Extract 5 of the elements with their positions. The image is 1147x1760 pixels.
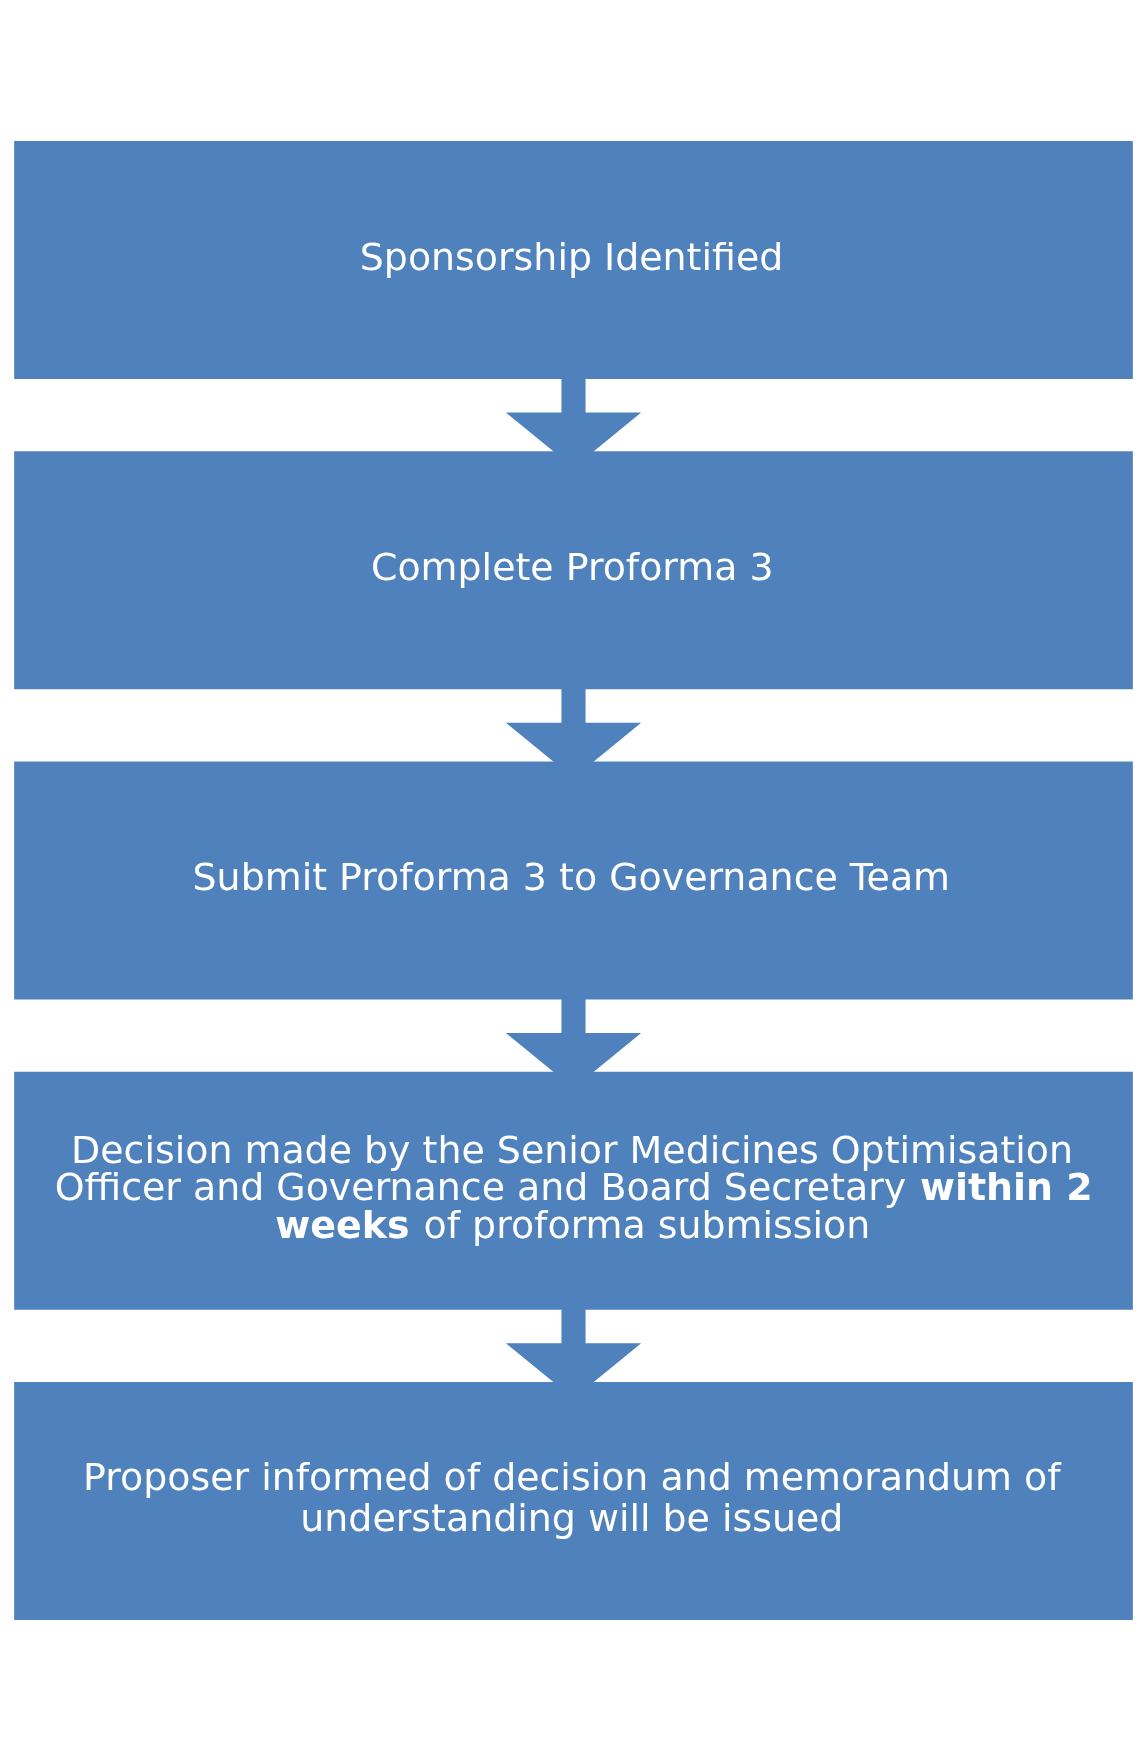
node-box: Decision made by the Senior Medicines Optimisation Officer and Governance and Board Secretary within 2 weeks of proforma submission (14, 1071, 1133, 1310)
node-box: Proposer informed of decision and memorandum of understanding will be issued (14, 1381, 1133, 1620)
node-box: Submit Proforma 3 to Governance Team (14, 761, 1133, 999)
node-box: Complete Proforma 3 (14, 450, 1133, 689)
node-box: Sponsorship Identified (14, 140, 1133, 379)
